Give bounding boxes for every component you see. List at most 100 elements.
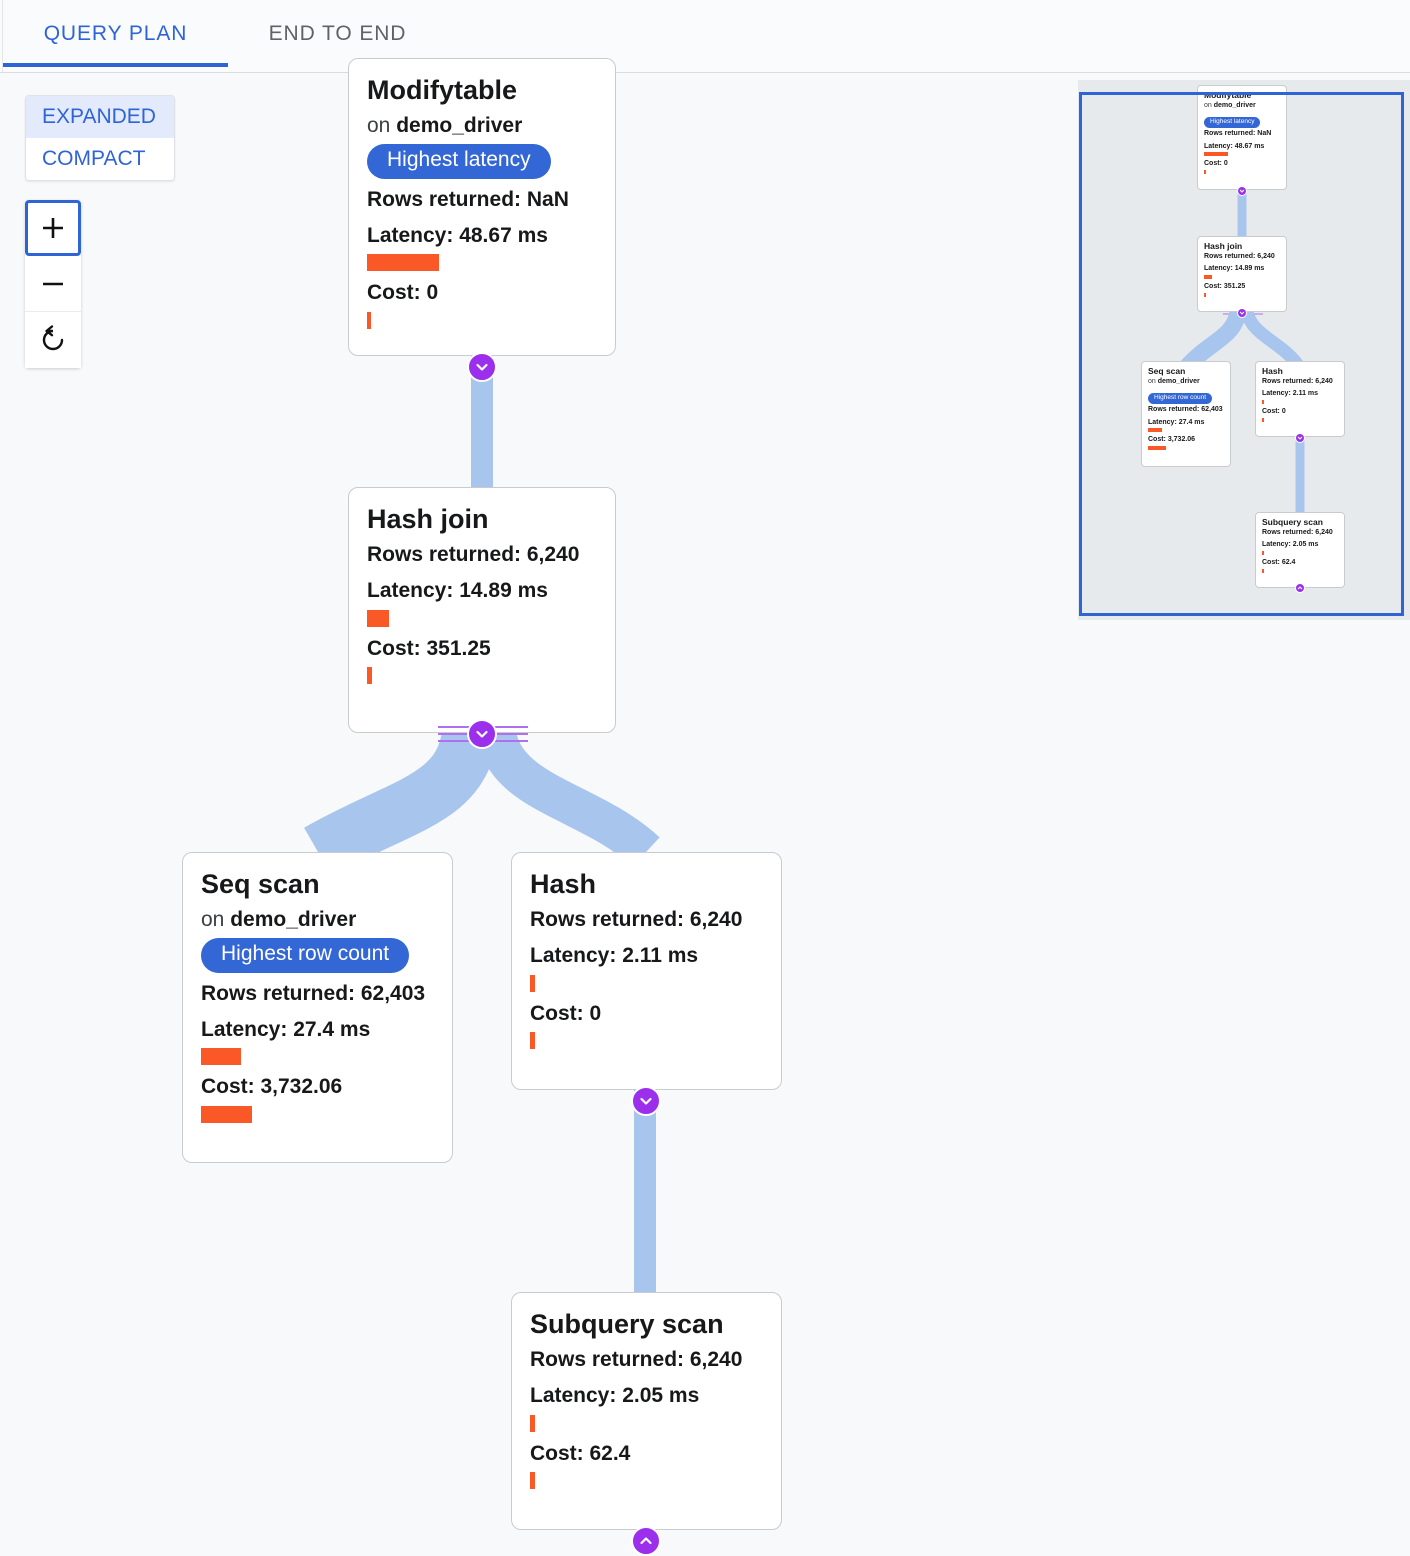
minimap-node-latency: Latency: 14.89 ms: [1204, 265, 1265, 273]
minimap-node-subquery-scan[interactable]: Subquery scan Rows returned: 6,240 Laten…: [1255, 512, 1345, 588]
chevron-down-icon: [1239, 311, 1245, 315]
tab-query-plan[interactable]: QUERY PLAN: [3, 0, 228, 67]
collapse-toggle-hash-join[interactable]: [467, 719, 497, 749]
minimap-node-rows: Rows returned: 6,240: [1262, 378, 1333, 386]
zoom-out-button[interactable]: [25, 256, 81, 312]
chevron-down-icon: [1239, 189, 1245, 193]
minimap-node-relation: on demo_driver: [1204, 101, 1280, 110]
node-relation-name: demo_driver: [230, 908, 357, 932]
minimap-node-cost: Cost: 62.4: [1262, 559, 1296, 567]
minimap-node-title: Hash: [1262, 366, 1283, 376]
minimap-collapse-toggle-hash-join[interactable]: [1237, 308, 1247, 318]
reset-view-button[interactable]: [25, 312, 81, 368]
reset-rotate-icon: [42, 325, 64, 351]
node-relation: on demo_driver: [201, 906, 434, 934]
node-title: Hash join: [367, 504, 489, 534]
node-title: Seq scan: [201, 869, 320, 899]
minimap-latency-bar: [1262, 400, 1264, 405]
node-latency: Latency: 27.4 ms: [201, 1017, 371, 1041]
node-latency: Latency: 2.05 ms: [530, 1384, 700, 1408]
minimap-cost-bar: [1148, 446, 1166, 451]
minimap-node-cost: Cost: 0: [1262, 408, 1286, 416]
cost-bar: [530, 1032, 535, 1050]
node-rows: Rows returned: 6,240: [530, 1348, 743, 1372]
node-latency: Latency: 48.67 ms: [367, 223, 548, 247]
minimap-latency-bar: [1204, 152, 1228, 157]
node-relation-prefix: on: [367, 114, 397, 138]
cost-bar: [201, 1105, 252, 1123]
minimap-node-title: Subquery scan: [1262, 517, 1323, 527]
tab-end-to-end[interactable]: END TO END: [240, 0, 435, 67]
node-badge: Highest latency: [367, 144, 551, 179]
node-rows: Rows returned: 6,240: [367, 543, 580, 567]
collapse-toggle-modifytable[interactable]: [467, 352, 497, 382]
node-latency: Latency: 14.89 ms: [367, 579, 548, 603]
plan-node-subquery-scan[interactable]: Subquery scan Rows returned: 6,240 Laten…: [511, 1292, 782, 1530]
minimap-latency-bar: [1204, 275, 1212, 280]
expand-toggle-subquery-scan[interactable]: [631, 1526, 661, 1556]
minimap-relation-name: demo_driver: [1157, 378, 1200, 386]
minimap-node-title: Modifytable: [1204, 90, 1252, 100]
node-rows: Rows returned: 6,240: [530, 908, 743, 932]
minimap-node-seq-scan[interactable]: Seq scan on demo_driver Highest row coun…: [1141, 361, 1231, 467]
minimap-node-rows: Rows returned: 6,240: [1262, 529, 1333, 537]
zoom-in-button[interactable]: [25, 200, 81, 256]
cost-bar: [530, 1472, 535, 1490]
layout-mode-expanded-label: EXPANDED: [42, 105, 156, 128]
minimap-node-badge: Highest row count: [1148, 392, 1213, 405]
minimap-cost-bar: [1262, 569, 1264, 574]
minimap-viewport-rect[interactable]: [1079, 92, 1404, 616]
minimap-node-title: Seq scan: [1148, 366, 1186, 376]
plus-icon: [43, 218, 63, 238]
tab-query-plan-label: QUERY PLAN: [43, 21, 188, 45]
tab-bar: QUERY PLAN END TO END: [0, 0, 1410, 73]
minimap-expand-toggle-subquery-scan[interactable]: [1295, 583, 1305, 593]
minimap-node-title: Hash join: [1204, 241, 1243, 251]
minimap-collapse-toggle-modifytable[interactable]: [1237, 186, 1247, 196]
latency-bar: [367, 254, 439, 272]
node-rows: Rows returned: NaN: [367, 187, 569, 211]
chevron-up-icon: [640, 1537, 652, 1545]
node-rows: Rows returned: 62,403: [201, 981, 426, 1005]
node-title: Subquery scan: [530, 1309, 724, 1339]
node-cost: Cost: 0: [530, 1001, 602, 1025]
node-badge: Highest row count: [201, 938, 410, 973]
minimap-node-hash-join[interactable]: Hash join Rows returned: 6,240 Latency: …: [1197, 236, 1287, 312]
plan-node-hash-join[interactable]: Hash join Rows returned: 6,240 Latency: …: [348, 487, 616, 733]
chevron-down-icon: [1297, 436, 1303, 440]
layout-mode-expanded[interactable]: EXPANDED: [26, 96, 174, 138]
layout-mode-switch[interactable]: EXPANDED COMPACT: [25, 95, 175, 181]
plan-node-hash[interactable]: Hash Rows returned: 6,240 Latency: 2.11 …: [511, 852, 782, 1090]
minimap-node-rows: Rows returned: NaN: [1204, 130, 1272, 138]
layout-mode-compact[interactable]: COMPACT: [26, 138, 174, 180]
minimap-node-hash[interactable]: Hash Rows returned: 6,240 Latency: 2.11 …: [1255, 361, 1345, 437]
plan-node-seq-scan[interactable]: Seq scan on demo_driver Highest row coun…: [182, 852, 453, 1163]
minimap-node-cost: Cost: 0: [1204, 160, 1228, 168]
node-relation-name: demo_driver: [396, 114, 523, 138]
latency-bar: [530, 1414, 535, 1432]
minimap-node-latency: Latency: 2.05 ms: [1262, 541, 1319, 549]
zoom-controls: [25, 200, 81, 368]
minimap-latency-bar: [1262, 551, 1264, 556]
cost-bar: [367, 311, 371, 329]
minimap-collapse-toggle-hash[interactable]: [1295, 433, 1305, 443]
node-cost: Cost: 351.25: [367, 636, 491, 660]
plan-node-modifytable[interactable]: Modifytable on demo_driver Highest laten…: [348, 58, 616, 356]
minimap-latency-bar: [1148, 428, 1162, 433]
node-title: Hash: [530, 869, 597, 899]
minimap-node-cost: Cost: 3,732.06: [1148, 436, 1196, 444]
latency-bar: [367, 609, 389, 627]
minimap-cost-bar: [1262, 418, 1264, 423]
collapse-toggle-hash[interactable]: [631, 1086, 661, 1116]
node-title: Modifytable: [367, 75, 518, 105]
minimap-node-latency: Latency: 48.67 ms: [1204, 142, 1265, 150]
minimap[interactable]: Modifytable on demo_driver Highest laten…: [1078, 80, 1410, 620]
minimap-node-rows: Rows returned: 62,403: [1148, 406, 1223, 414]
node-relation-prefix: on: [201, 908, 231, 932]
minimap-cost-bar: [1204, 293, 1206, 298]
minimap-cost-bar: [1204, 170, 1206, 175]
node-relation: on demo_driver: [367, 112, 597, 140]
chevron-up-icon: [1297, 586, 1303, 590]
node-cost: Cost: 3,732.06: [201, 1075, 343, 1099]
